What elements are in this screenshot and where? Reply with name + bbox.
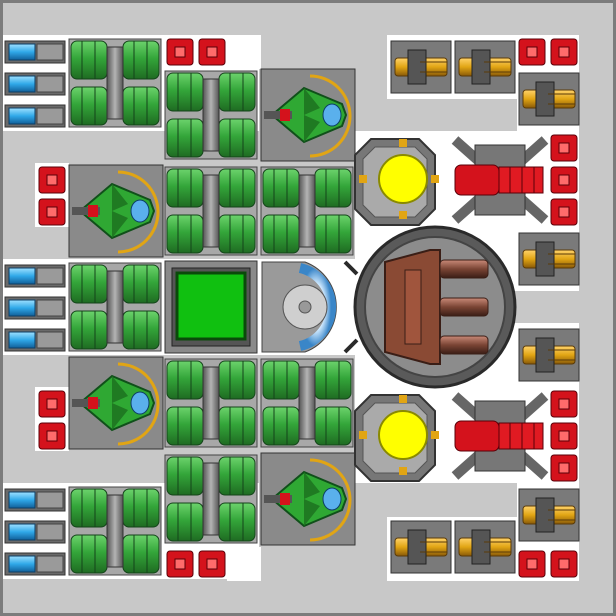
fighter-icon xyxy=(72,170,160,254)
autocannon[interactable] xyxy=(518,488,580,542)
triple-cannon-icon xyxy=(384,249,489,365)
ammo-crate[interactable] xyxy=(550,198,578,226)
ammo-crate[interactable] xyxy=(550,422,578,450)
fighter-turret[interactable] xyxy=(259,67,357,163)
thruster-icon xyxy=(4,40,66,128)
red-cannon-icon xyxy=(454,164,544,196)
power-core[interactable] xyxy=(354,138,439,226)
ammo-crate[interactable] xyxy=(518,38,546,66)
ammo-crate[interactable] xyxy=(198,550,226,578)
cockpit[interactable] xyxy=(164,260,258,354)
ammo-crate[interactable] xyxy=(550,166,578,194)
fighter-turret[interactable] xyxy=(68,164,164,258)
ammo-crate[interactable] xyxy=(198,38,226,66)
autocannon[interactable] xyxy=(390,40,452,94)
fuel-tank[interactable] xyxy=(164,454,258,544)
thruster-block[interactable] xyxy=(4,40,66,128)
power-core[interactable] xyxy=(354,394,440,482)
thruster-block[interactable] xyxy=(4,264,66,352)
ammo-crate[interactable] xyxy=(550,390,578,418)
fighter-turret[interactable] xyxy=(67,355,165,451)
ammo-crate[interactable] xyxy=(550,454,578,482)
ammo-crate[interactable] xyxy=(38,422,66,450)
autocannon[interactable] xyxy=(518,328,580,382)
fuel-tank[interactable] xyxy=(164,70,258,160)
shield-generator[interactable] xyxy=(261,261,337,353)
fuel-tank[interactable] xyxy=(68,38,162,128)
ammo-crate[interactable] xyxy=(550,38,578,66)
thruster-block[interactable] xyxy=(4,488,66,576)
autocannon[interactable] xyxy=(454,520,516,574)
power-core-icon xyxy=(378,154,428,204)
fuel-tank[interactable] xyxy=(68,486,162,576)
fuel-tank[interactable] xyxy=(164,358,258,448)
autocannon[interactable] xyxy=(518,232,580,286)
ammo-crate[interactable] xyxy=(38,166,66,194)
autocannon[interactable] xyxy=(518,72,580,126)
fighter-turret[interactable] xyxy=(259,451,357,547)
red-cannon[interactable] xyxy=(451,136,549,224)
fuel-tank[interactable] xyxy=(260,166,354,256)
ammo-crate[interactable] xyxy=(518,550,546,578)
fuel-tank[interactable] xyxy=(68,262,162,352)
fuel-tank[interactable] xyxy=(164,166,258,256)
red-cannon[interactable] xyxy=(455,396,545,476)
autocannon-icon xyxy=(394,49,448,85)
ammo-crate-icon xyxy=(166,38,194,66)
fuel-tank-icon xyxy=(68,38,162,128)
ammo-crate[interactable] xyxy=(166,38,194,66)
ammo-crate[interactable] xyxy=(166,550,194,578)
autocannon[interactable] xyxy=(390,520,452,574)
heavy-triple-cannon[interactable] xyxy=(343,225,517,389)
ammo-crate[interactable] xyxy=(550,550,578,578)
ammo-crate[interactable] xyxy=(38,390,66,418)
cockpit-screen xyxy=(175,271,247,341)
fuel-tank[interactable] xyxy=(260,358,354,448)
ammo-crate[interactable] xyxy=(38,198,66,226)
ammo-crate[interactable] xyxy=(550,134,578,162)
autocannon[interactable] xyxy=(454,40,516,94)
